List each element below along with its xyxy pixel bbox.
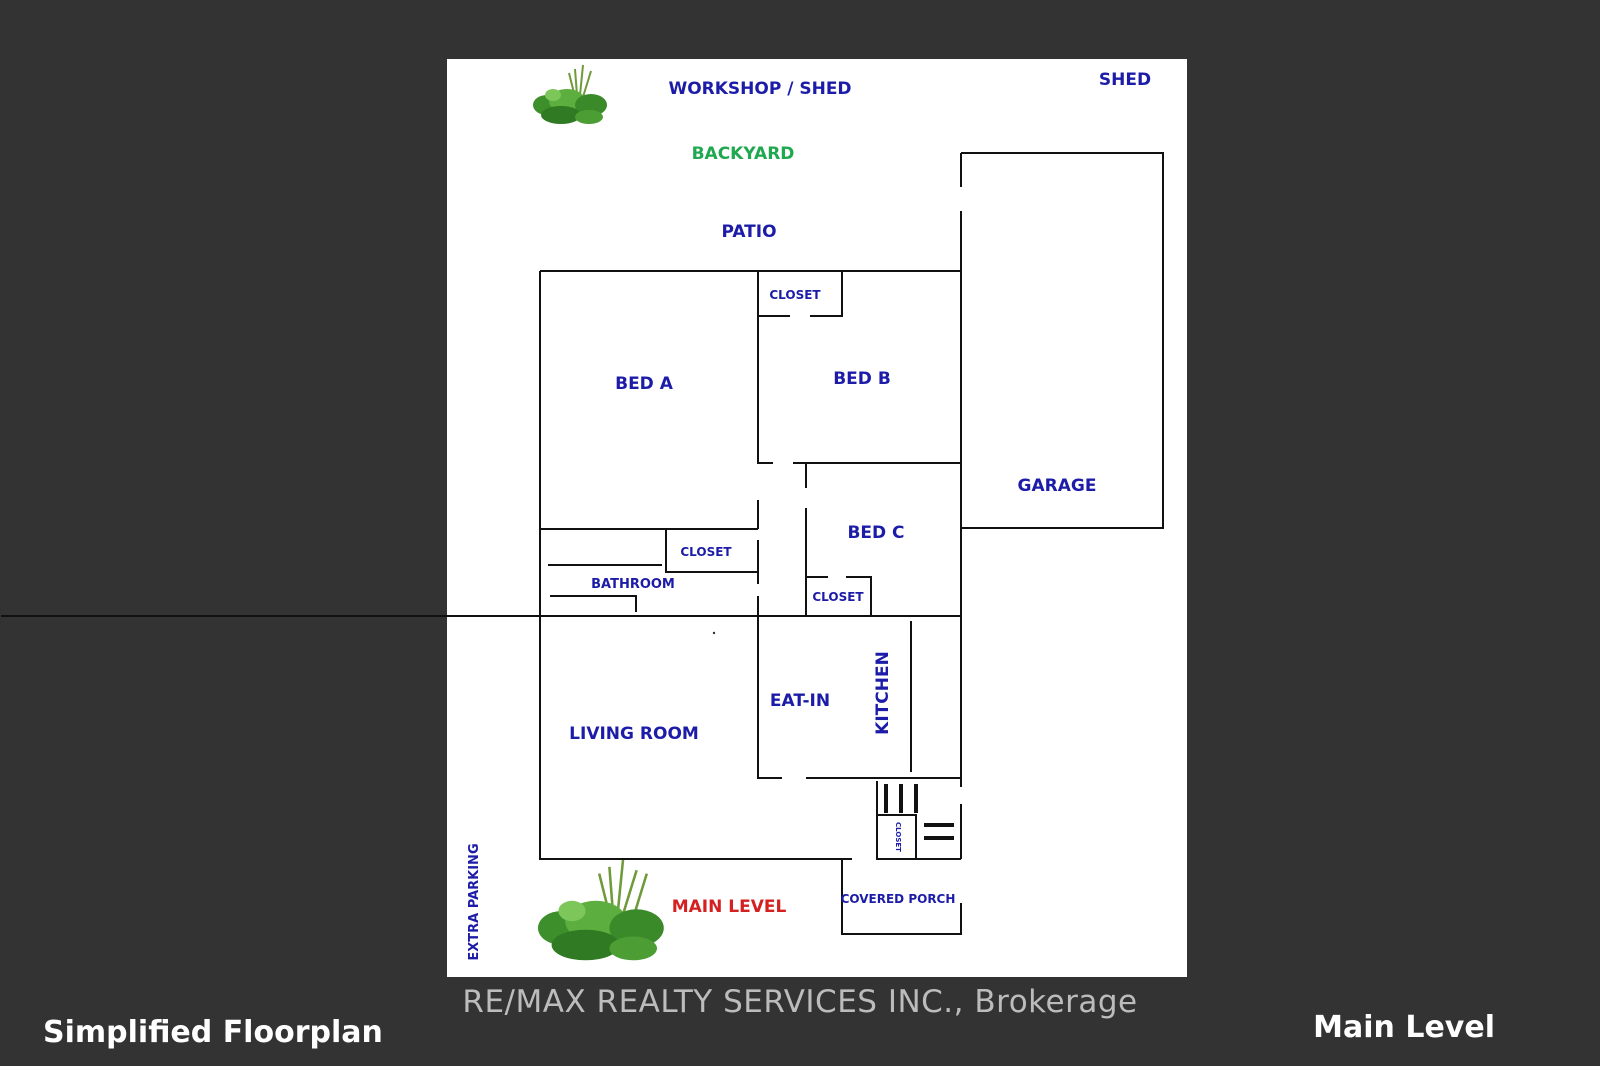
footer-level: Main Level <box>1313 1010 1495 1045</box>
label-garage: GARAGE <box>1018 476 1097 496</box>
label-bed-c: BED C <box>847 523 904 543</box>
label-covered-porch: COVERED PORCH <box>841 892 956 906</box>
label-backyard: BACKYARD <box>692 144 795 164</box>
wall-lines <box>1 152 1164 935</box>
label-patio: PATIO <box>721 222 776 242</box>
label-bed-b: BED B <box>833 369 891 389</box>
label-living-room: LIVING ROOM <box>569 724 699 744</box>
label-eat-in: EAT-IN <box>770 691 830 711</box>
label-closet-small: CLOSET <box>894 822 902 852</box>
label-closet-bedc: CLOSET <box>812 590 864 604</box>
floorplan-sheet <box>447 59 1187 977</box>
shrub-icon <box>533 64 607 124</box>
shrub-icon <box>538 859 664 961</box>
label-workshop: WORKSHOP / SHED <box>668 79 851 99</box>
label-closet-mid: CLOSET <box>680 545 732 559</box>
label-bathroom: BATHROOM <box>591 577 675 592</box>
footer-title: Simplified Floorplan <box>43 1015 383 1050</box>
label-main-level: MAIN LEVEL <box>672 897 787 917</box>
brokerage-watermark: RE/MAX REALTY SERVICES INC., Brokerage <box>462 984 1138 1020</box>
label-kitchen: KITCHEN <box>873 651 893 735</box>
dot-mark <box>712 631 716 635</box>
label-bed-a: BED A <box>615 374 674 394</box>
label-shed: SHED <box>1099 70 1151 90</box>
label-extra-parking: EXTRA PARKING <box>467 843 482 960</box>
label-closet-top: CLOSET <box>769 288 821 302</box>
stair-marks <box>884 784 954 840</box>
